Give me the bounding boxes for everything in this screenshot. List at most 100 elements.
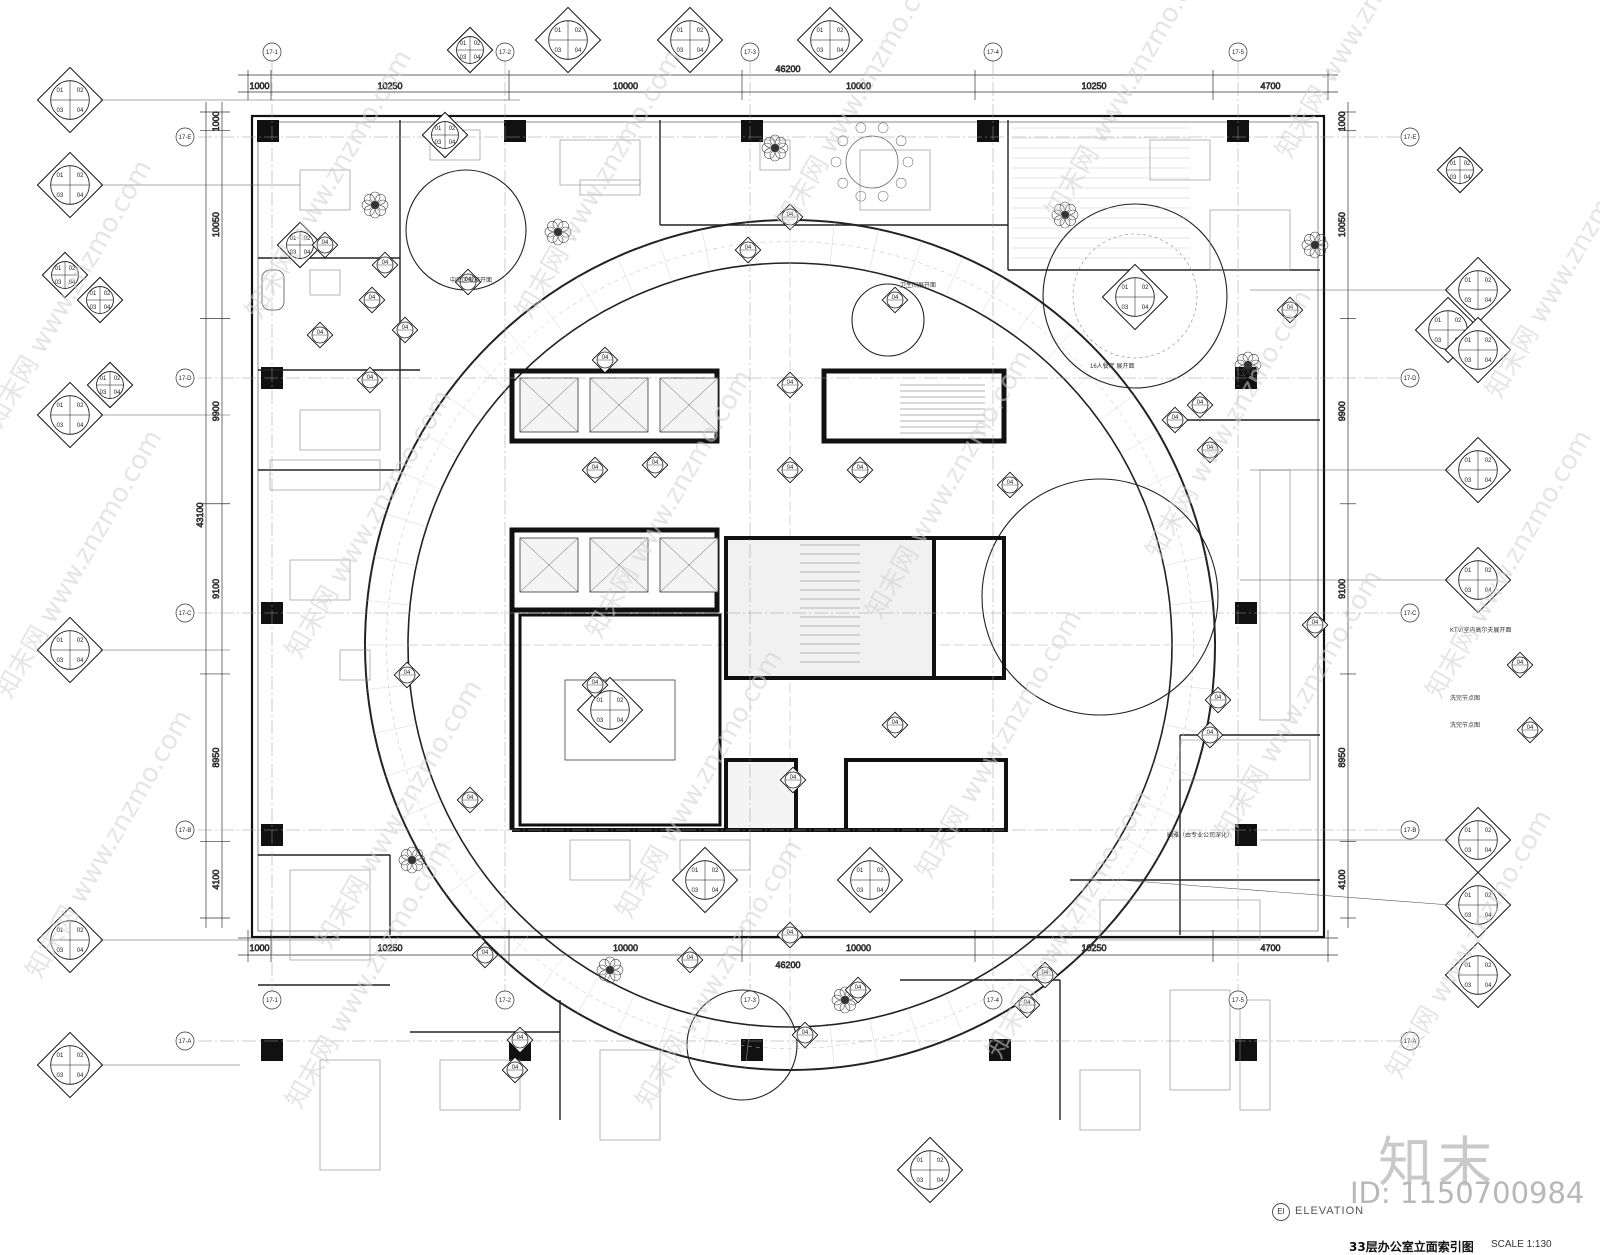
tag-number: 02 xyxy=(1485,458,1492,464)
dim-left-segment: 9900 xyxy=(211,401,221,421)
axis-label: 17-2 xyxy=(499,50,512,56)
tag-number: 01 xyxy=(1465,893,1472,899)
floor-pattern-line xyxy=(945,993,964,1034)
floor-pattern-line xyxy=(658,240,673,282)
axis-label: 17-5 xyxy=(1232,50,1245,56)
round-table-ring xyxy=(1072,233,1198,359)
tag-number: 04 xyxy=(877,888,884,894)
small-index-tag: 04 xyxy=(471,941,499,969)
tag-number: 01 xyxy=(57,88,64,94)
tag-number: 04 xyxy=(1142,305,1149,311)
floor-pattern-line xyxy=(1014,953,1040,989)
tag-number: 04 xyxy=(802,1030,809,1036)
small-index-tag: 04 xyxy=(1204,686,1232,714)
tag-number: 04 xyxy=(304,250,311,256)
floor-pattern-line xyxy=(1120,835,1159,858)
floor-pattern-line xyxy=(616,993,635,1034)
dining-table xyxy=(845,135,899,189)
small-index-tag: 04 xyxy=(881,711,909,739)
axis-label: 17-3 xyxy=(744,50,757,56)
tag-number: 03 xyxy=(55,280,62,286)
tag-number: 03 xyxy=(57,948,64,954)
small-index-tag: 04 xyxy=(454,268,482,296)
floor-pattern-line xyxy=(869,1018,879,1061)
floor-pattern-line xyxy=(745,1024,751,1068)
furniture-item xyxy=(309,269,341,296)
floor-pattern-line xyxy=(1014,301,1040,337)
tag-number: 01 xyxy=(290,236,297,242)
floor-pattern-line xyxy=(385,762,427,777)
tag-number: 04 xyxy=(1485,478,1492,484)
plant-icon xyxy=(1234,351,1262,379)
tag-number: 04 xyxy=(837,48,844,54)
floor-pattern-line xyxy=(1153,513,1195,528)
elevation-mark: EI xyxy=(1272,1203,1290,1221)
tag-number: 01 xyxy=(1465,963,1472,969)
grid-axes: 17-117-117-217-217-317-317-417-417-517-5… xyxy=(175,42,1420,1051)
drawing-scale: SCALE 1:130 xyxy=(1491,1239,1552,1250)
tag-number: 02 xyxy=(69,266,76,272)
tag-number: 04 xyxy=(104,305,111,311)
dim-left-segment: 1000 xyxy=(211,111,221,131)
plant-icon xyxy=(544,218,572,246)
furniture-item xyxy=(269,459,381,491)
furniture-item xyxy=(1179,739,1311,781)
dim-left-segment: 9100 xyxy=(211,579,221,599)
floor-pattern-line xyxy=(1153,762,1195,777)
floor-pattern-line xyxy=(385,513,427,528)
watermark-repeat: 知末网 www.znzmo.com xyxy=(910,605,1088,884)
furniture-item xyxy=(859,149,931,211)
axis-label: 17-E xyxy=(1404,135,1417,141)
tag-number: 02 xyxy=(449,126,456,132)
tag-number: 04 xyxy=(1007,480,1014,486)
tag-number: 04 xyxy=(1485,983,1492,989)
tag-number: 04 xyxy=(474,55,481,61)
floor-pattern-line xyxy=(505,329,535,362)
axis-label: 17-1 xyxy=(266,50,279,56)
tag-number: 03 xyxy=(1435,338,1442,344)
small-index-tag: 04 xyxy=(1301,611,1329,639)
dim-bottom-total: 46200 xyxy=(775,960,800,970)
tag-number: 03 xyxy=(290,250,297,256)
tag-number: 01 xyxy=(1465,458,1472,464)
dim-left-segment: 10050 xyxy=(211,212,221,237)
tag-number: 02 xyxy=(1142,285,1149,291)
furniture-item xyxy=(569,839,631,881)
tag-number: 04 xyxy=(1485,848,1492,854)
tag-number: 04 xyxy=(697,48,704,54)
floor-pattern-line xyxy=(829,222,835,266)
plant-icon xyxy=(398,846,426,874)
tag-number: 03 xyxy=(677,48,684,54)
tag-number: 02 xyxy=(1485,568,1492,574)
tag-number: 03 xyxy=(57,108,64,114)
floor-pattern-line xyxy=(1163,724,1206,734)
tag-number: 01 xyxy=(1435,318,1442,324)
small-index-tag: 04 xyxy=(1013,991,1041,1019)
floor-pattern-line xyxy=(421,432,460,455)
tag-number: 01 xyxy=(57,928,64,934)
floor-pattern-line xyxy=(540,301,566,337)
floor-pattern-line xyxy=(616,256,635,297)
floor-pattern-line xyxy=(658,1008,673,1050)
watermark-repeat: 知末网 www.znzmo.com xyxy=(1480,125,1600,404)
structural-column xyxy=(261,1039,283,1061)
dim-bottom-segment: 10250 xyxy=(1081,943,1106,953)
room-label: 卫生间展开面 xyxy=(900,281,936,289)
furniture-item xyxy=(339,649,371,681)
tag-number: 03 xyxy=(1465,588,1472,594)
floor-pattern-line xyxy=(869,229,879,272)
furniture-item xyxy=(1239,999,1271,1111)
floor-pattern-line xyxy=(1138,800,1179,819)
elevator-shaft xyxy=(659,537,719,593)
axis-label: 17-2 xyxy=(499,998,512,1004)
tag-number: 01 xyxy=(55,266,62,272)
small-index-tag: 04 xyxy=(791,1021,819,1049)
tag-number: 03 xyxy=(1465,298,1472,304)
